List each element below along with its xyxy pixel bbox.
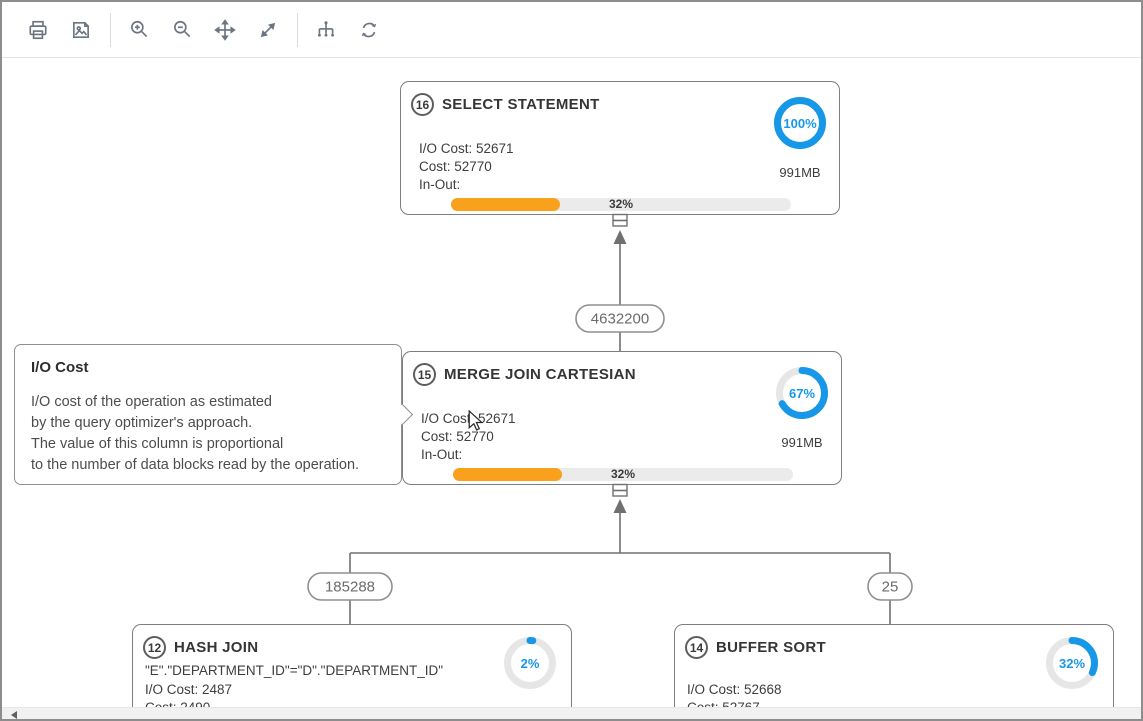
detail-line: I/O Cost: 52668 — [687, 681, 782, 697]
detail-line — [687, 662, 782, 681]
percent-label: 32% — [1058, 655, 1086, 671]
mouse-cursor-icon — [468, 410, 483, 431]
zoom-out-icon[interactable] — [168, 16, 196, 44]
tooltip-body: I/O cost of the operation as estimated b… — [31, 392, 359, 476]
detail-line: In-Out: — [421, 447, 463, 462]
node-title: HASH JOIN — [174, 639, 259, 656]
zoom-in-icon[interactable] — [125, 16, 153, 44]
node-id-badge: 16 — [411, 93, 434, 116]
node-title: SELECT STATEMENT — [442, 96, 600, 113]
print-icon[interactable] — [24, 16, 52, 44]
edge-cardinality-pill — [575, 304, 665, 333]
node-details: I/O Cost: 52671 Cost: 52770 In-Out: — [421, 410, 516, 464]
node-id-badge: 15 — [413, 363, 436, 386]
detail-line: Cost: 52770 — [419, 159, 492, 174]
diagram-toolbar — [2, 2, 1141, 58]
detail-line: I/O Cost: 52671 — [421, 411, 516, 426]
progress-label: 32% — [608, 197, 634, 211]
progress-fill — [451, 198, 560, 211]
scrollbar-left-arrow-icon[interactable] — [11, 711, 17, 719]
refresh-icon[interactable] — [355, 16, 383, 44]
tooltip-line: by the query optimizer's approach. — [31, 415, 253, 431]
edge-arrowhead — [613, 230, 627, 244]
progress-label: 32% — [610, 467, 636, 481]
percent-label: 67% — [788, 385, 816, 401]
progress-fill — [453, 468, 562, 481]
layout-tree-icon[interactable] — [312, 16, 340, 44]
tooltip-line: The value of this column is proportional — [31, 436, 284, 452]
edge-arrowhead — [613, 499, 627, 513]
edge-cardinality-label: 25 — [882, 579, 899, 596]
edge-cardinality-pill — [307, 572, 393, 601]
tooltip-title: I/O Cost — [31, 359, 89, 376]
edge-cardinality-label: 185288 — [325, 579, 375, 596]
cost-progress-bar: 32% — [453, 468, 793, 481]
edge-cardinality-label: 4632200 — [591, 311, 649, 328]
cost-progress-bar: 32% — [451, 198, 791, 211]
node-id-badge: 12 — [143, 636, 166, 659]
collapse-toggle-icon[interactable] — [612, 213, 628, 227]
percent-ring: 100% — [774, 97, 826, 149]
percent-ring: 67% — [776, 367, 828, 419]
tooltip-line: I/O cost of the operation as estimated — [31, 394, 272, 410]
fit-diagonal-icon[interactable] — [254, 16, 282, 44]
detail-line: I/O Cost: 52671 — [419, 141, 514, 156]
toolbar-separator — [297, 12, 298, 47]
detail-line: Cost: 52770 — [421, 429, 494, 444]
collapse-toggle-icon[interactable] — [612, 483, 628, 497]
tooltip-line: to the number of data blocks read by the… — [31, 457, 360, 473]
plan-node-select-statement[interactable]: 16 SELECT STATEMENT I/O Cost: 52671 Cost… — [400, 81, 840, 215]
percent-ring: 2% — [504, 637, 556, 689]
export-image-icon[interactable] — [67, 16, 95, 44]
size-label: 991MB — [781, 435, 823, 450]
edge-cardinality-pill — [867, 572, 913, 601]
percent-ring: 32% — [1046, 637, 1098, 689]
pan-icon[interactable] — [211, 16, 239, 44]
node-title: MERGE JOIN CARTESIAN — [444, 366, 636, 383]
detail-line: I/O Cost: 2487 — [145, 681, 233, 697]
node-id-badge: 14 — [685, 636, 708, 659]
plan-node-merge-join-cartesian[interactable]: 15 MERGE JOIN CARTESIAN I/O Cost: 52671 … — [402, 351, 842, 485]
size-label: 991MB — [779, 165, 821, 180]
node-title: BUFFER SORT — [716, 639, 826, 656]
io-cost-tooltip: I/O Cost I/O cost of the operation as es… — [14, 344, 414, 485]
percent-label: 2% — [520, 655, 540, 671]
toolbar-separator — [110, 12, 111, 47]
horizontal-scrollbar[interactable] — [2, 707, 1141, 719]
detail-line: "E"."DEPARTMENT_ID"="D"."DEPARTMENT_ID" — [145, 663, 444, 678]
percent-label: 100% — [783, 115, 817, 131]
detail-line: In-Out: — [419, 177, 461, 192]
node-details: I/O Cost: 52671 Cost: 52770 In-Out: — [419, 140, 514, 194]
